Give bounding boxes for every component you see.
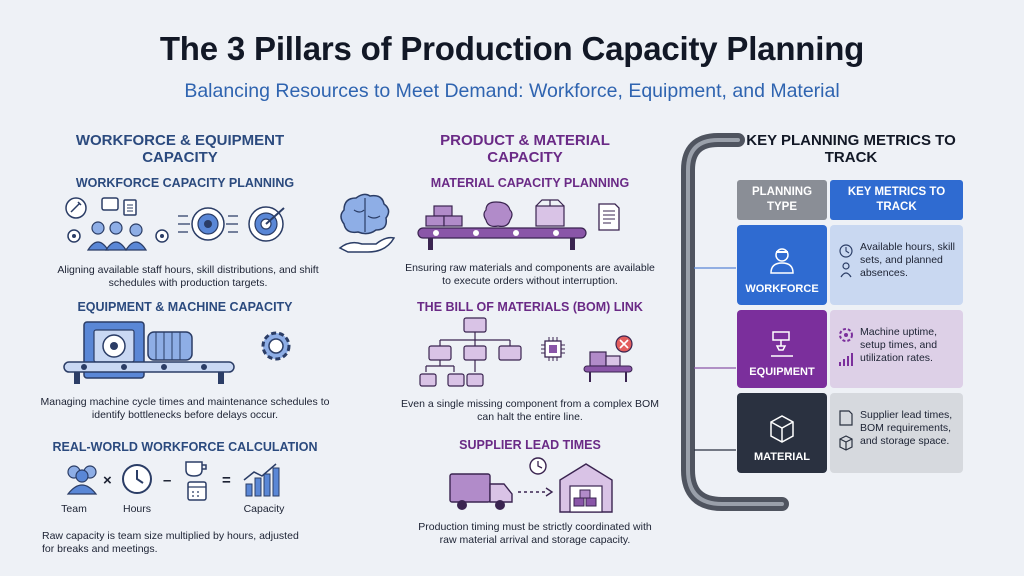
lead-time-clock-icon xyxy=(518,457,554,497)
clock-icon xyxy=(122,464,152,494)
metrics-gear-chart-icon xyxy=(839,328,853,366)
workforce-people-icon xyxy=(65,197,169,251)
row-material-metrics: Supplier lead times, BOM requirements, a… xyxy=(830,393,963,473)
bom-tree-icon xyxy=(419,317,522,387)
metrics-doc-box-icon xyxy=(839,410,853,451)
row-material-type: MATERIAL xyxy=(737,393,827,473)
minus-operator: – xyxy=(163,472,172,489)
row-equipment-label: EQUIPMENT xyxy=(749,366,815,378)
delivery-truck-icon xyxy=(449,473,513,510)
team-icon xyxy=(66,465,98,495)
material-planning-title: MATERIAL CAPACITY PLANNING xyxy=(430,176,630,190)
left-column-heading: WORKFORCE & EQUIPMENT CAPACITY xyxy=(75,132,285,166)
row-workforce-metrics-text: Available hours, skill sets, and planned… xyxy=(860,241,955,279)
row-equipment-type: EQUIPMENT xyxy=(737,310,827,388)
workforce-planning-title: WORKFORCE CAPACITY PLANNING xyxy=(75,176,295,190)
calc-capacity-label: Capacity xyxy=(243,503,285,515)
material-planning-description: Ensuring raw materials and components ar… xyxy=(405,262,655,287)
row-workforce-metrics: Available hours, skill sets, and planned… xyxy=(830,225,963,305)
middle-column-heading: PRODUCT & MATERIAL CAPACITY xyxy=(440,132,610,166)
worker-icon xyxy=(770,248,794,274)
supplier-lead-times-description: Production timing must be strictly coord… xyxy=(418,521,652,546)
page-subtitle: Balancing Resources to Meet Demand: Work… xyxy=(184,80,840,102)
material-box-icon xyxy=(770,415,794,443)
header-planning-type: PLANNING TYPE xyxy=(737,180,827,220)
brain-hand-icon xyxy=(338,193,396,253)
row-workforce-label: WORKFORCE xyxy=(745,283,819,295)
missing-component-icon xyxy=(583,335,633,382)
calc-hours-label: Hours xyxy=(122,503,151,515)
coffee-calendar-icon xyxy=(185,461,207,501)
calc-team-label: Team xyxy=(61,503,87,515)
right-column-heading: KEY PLANNING METRICS TO TRACK xyxy=(746,132,956,166)
row-workforce-type: WORKFORCE xyxy=(737,225,827,305)
page-title: The 3 Pillars of Production Capacity Pla… xyxy=(159,30,865,67)
row-equipment-metrics: Machine uptime, setup times, and utiliza… xyxy=(830,310,963,388)
workforce-calculation-title: REAL-WORLD WORKFORCE CALCULATION xyxy=(52,440,318,454)
workforce-planning-description: Aligning available staff hours, skill di… xyxy=(57,264,319,289)
row-material-metrics-text: Supplier lead times, BOM requirements, a… xyxy=(860,409,953,447)
equals-operator: = xyxy=(222,472,231,489)
material-conveyor-icon xyxy=(417,199,587,250)
multiply-operator: × xyxy=(103,472,112,489)
gear-icon xyxy=(261,331,291,361)
row-equipment-metrics-text: Machine uptime, setup times, and utiliza… xyxy=(860,326,938,364)
equipment-machine-icon xyxy=(771,331,793,357)
row-material-label: MATERIAL xyxy=(753,451,810,463)
document-icon xyxy=(598,203,620,231)
metrics-clock-person-icon xyxy=(839,244,853,278)
equipment-capacity-title: EQUIPMENT & MACHINE CAPACITY xyxy=(77,300,293,314)
growth-chart-icon xyxy=(243,463,280,497)
machine-conveyor-icon xyxy=(63,321,235,384)
warehouse-icon xyxy=(559,463,613,513)
header-key-metrics: KEY METRICS TO TRACK xyxy=(830,180,963,220)
connector-pipe xyxy=(681,133,789,511)
vision-eye-icon xyxy=(178,207,238,241)
target-icon xyxy=(248,206,285,242)
bom-link-title: THE BILL OF MATERIALS (BOM) LINK xyxy=(417,300,643,314)
chip-icon xyxy=(541,337,565,361)
workforce-calculation-description: Raw capacity is team size multiplied by … xyxy=(42,530,299,555)
bom-link-description: Even a single missing component from a c… xyxy=(401,398,659,423)
equipment-capacity-description: Managing machine cycle times and mainten… xyxy=(40,396,330,421)
supplier-lead-times-title: SUPPLIER LEAD TIMES xyxy=(459,438,601,452)
